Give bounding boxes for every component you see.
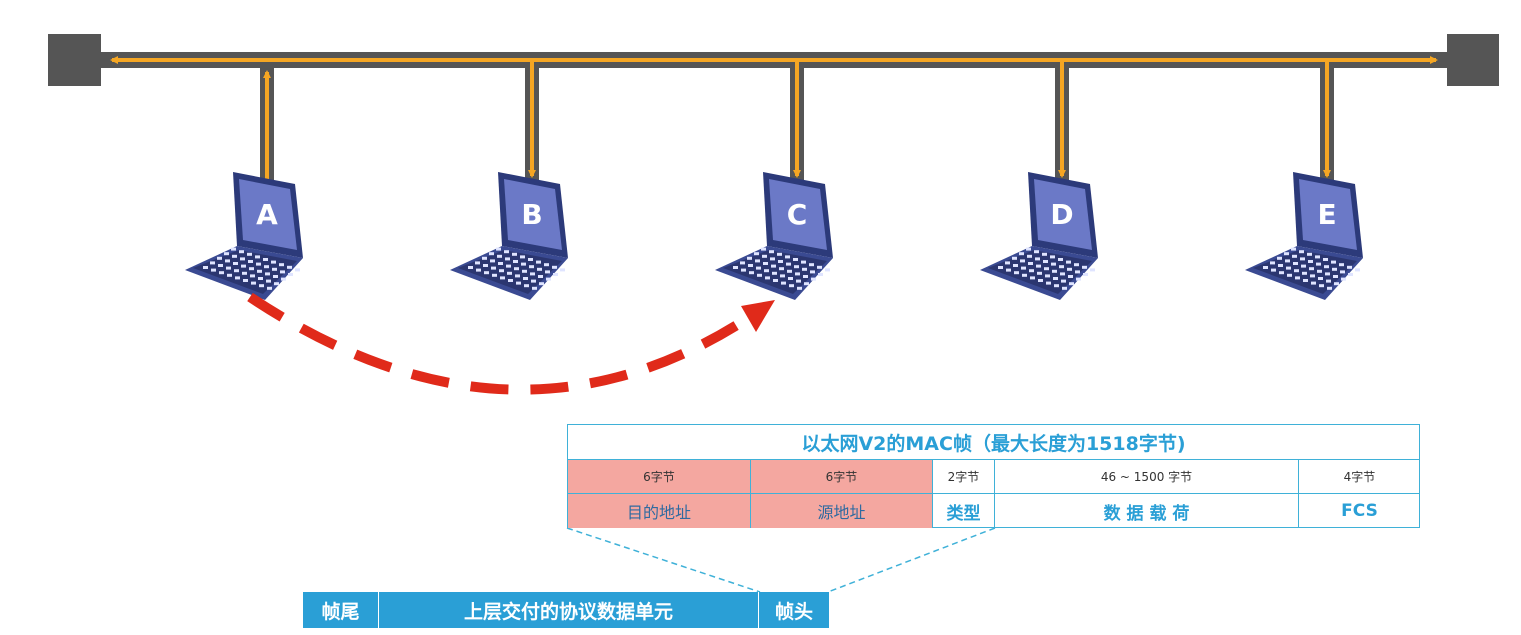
- field-size-type: 2字节: [933, 460, 995, 494]
- field-src-address: 源地址: [751, 494, 933, 528]
- pdu-bar: 帧尾 上层交付的协议数据单元 帧头: [303, 592, 829, 628]
- host-label-b: B: [521, 198, 542, 231]
- laptop-a: A: [185, 172, 303, 300]
- connector-left: [566, 527, 761, 593]
- transmission-arrow: [247, 292, 748, 395]
- laptop-d: D: [980, 172, 1098, 300]
- host-label-a: A: [256, 198, 278, 231]
- host-label-c: C: [787, 198, 808, 231]
- field-size-src: 6字节: [751, 460, 933, 494]
- pdu-trailer: 帧尾: [303, 592, 379, 628]
- laptop-e: E: [1245, 172, 1363, 300]
- terminator-right: [1447, 34, 1499, 86]
- pdu-payload: 上层交付的协议数据单元: [379, 592, 759, 628]
- field-payload: 数 据 载 荷: [995, 494, 1299, 528]
- mac-frame-table: 以太网V2的MAC帧（最大长度为1518字节) 6字节 6字节 2字节 46 ~…: [567, 424, 1420, 528]
- pdu-header: 帧头: [759, 592, 829, 628]
- terminator-left: [48, 34, 101, 86]
- host-label-e: E: [1317, 198, 1336, 231]
- field-type: 类型: [933, 494, 995, 528]
- laptop-c: C: [715, 172, 833, 300]
- host-label-d: D: [1050, 198, 1073, 231]
- field-fcs: FCS: [1341, 501, 1378, 521]
- connector-right: [827, 527, 996, 593]
- field-dst-address: 目的地址: [568, 494, 751, 528]
- field-size-payload: 46 ~ 1500 字节: [995, 460, 1299, 494]
- frame-title: 以太网V2的MAC帧（最大长度为1518字节): [568, 425, 1419, 460]
- field-size-fcs: 4字节: [1299, 460, 1420, 494]
- field-size-dst: 6字节: [568, 460, 751, 494]
- laptop-b: B: [450, 172, 568, 300]
- transmission-arrowhead: [741, 300, 775, 332]
